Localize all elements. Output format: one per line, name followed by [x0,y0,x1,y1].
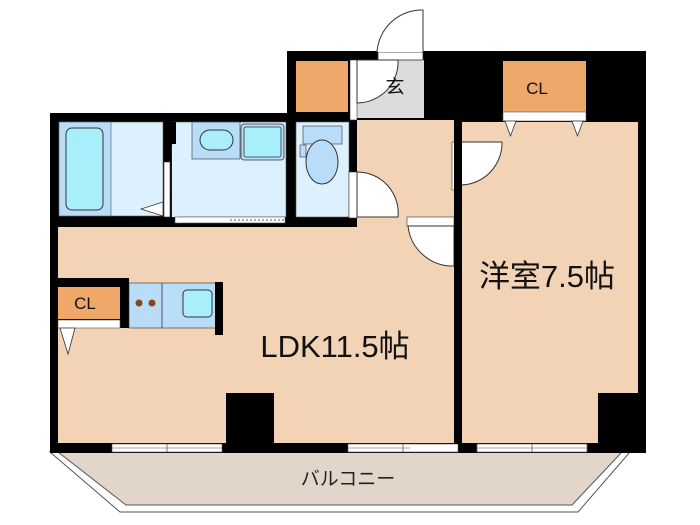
balcony: バルコニー [48,451,632,513]
bedroom-closet-label: CL [526,79,548,98]
entrance: 玄 [349,9,424,121]
balcony-label: バルコニー [301,468,396,490]
bathtub-icon [65,127,104,211]
western-room-label: 洋室7.5帖 [479,259,615,294]
ldk-label: LDK11.5帖 [260,329,409,364]
ldk-closet-label: CL [74,294,96,313]
kitchen-counter [128,282,223,335]
ldk-closet: CL [57,278,129,356]
bedroom-closet: CL [502,61,587,138]
entrance-label: 玄 [385,76,404,98]
shoe-closet [296,61,348,112]
kitchen-sink-icon [182,289,213,318]
stove-burner-icon [148,299,156,307]
toilet-room [295,121,399,219]
washbasin-icon [199,129,234,151]
western-room: 洋室7.5帖 [462,122,638,443]
stove-burner-icon [135,299,143,307]
washroom [164,121,287,224]
bathroom [58,121,171,218]
toilet-icon [305,139,339,185]
ldk-door [406,216,455,267]
ldk-room: LDK11.5帖 [58,120,454,443]
windows [111,443,588,453]
